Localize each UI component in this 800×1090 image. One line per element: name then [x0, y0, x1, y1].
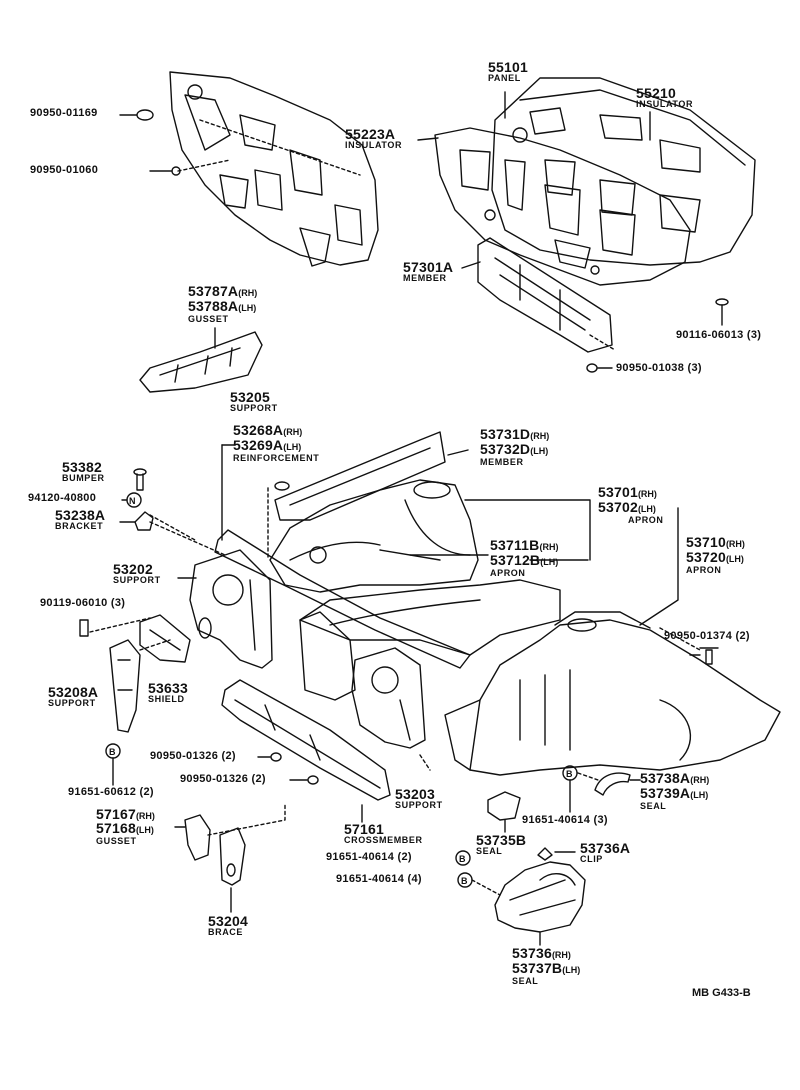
- leader-line: [207, 804, 286, 836]
- callout-53737b: 53737B(LH)SEAL: [512, 960, 581, 986]
- callout-53702: 53702(LH)APRON: [598, 499, 664, 525]
- plug-icon: [586, 363, 598, 373]
- plug-icon: [307, 775, 319, 785]
- dash-panel-right: [491, 77, 756, 266]
- gusset-part: [139, 331, 263, 393]
- leader-line: [149, 521, 226, 556]
- leader-line: [139, 639, 171, 651]
- svg-text:B: B: [109, 747, 116, 757]
- callout-90116-06013: 90116-06013 (3): [676, 329, 762, 341]
- bumper-bolt: [133, 468, 147, 491]
- bolt-icon: [79, 617, 151, 637]
- leader-line: [464, 499, 591, 561]
- dash-panel-left: [169, 71, 379, 267]
- seal-53735b: [487, 791, 521, 821]
- callout-53711b: 53711B(RH): [490, 537, 559, 553]
- leader-line: [149, 514, 196, 541]
- callout-53787a: 53787A(RH): [188, 283, 258, 299]
- brace-part: [219, 827, 246, 886]
- leader-line: [447, 449, 469, 456]
- svg-text:B: B: [459, 854, 466, 864]
- callout-90950-01326-a: 90950-01326 (2): [150, 750, 236, 762]
- callout-94120-40800: 94120-40800: [28, 492, 97, 504]
- callout-53710: 53710(RH): [686, 534, 745, 550]
- leader-line: [419, 754, 431, 771]
- member-bracket: [477, 237, 616, 353]
- shield-part: [139, 614, 191, 663]
- plug-icon: [715, 298, 729, 306]
- callout-53738a: 53738A(RH): [640, 770, 710, 786]
- callout-91651-40614-2: 91651-40614 (2): [326, 851, 412, 863]
- callout-91651-40614-3: 91651-40614 (3): [522, 814, 608, 826]
- callout-53736: 53736(RH): [512, 945, 571, 961]
- leader-line: [659, 627, 701, 651]
- leader-line: [177, 159, 231, 172]
- callout-91651-60612: 91651-60612 (2): [68, 786, 154, 798]
- callout-90950-01326-b: 90950-01326 (2): [180, 773, 266, 785]
- leader-line: [639, 507, 679, 626]
- gusset-57167: [184, 814, 211, 861]
- callout-53732d: 53732D(LH)MEMBER: [480, 441, 549, 467]
- diagram-code: MB G433-B: [692, 987, 751, 999]
- clip-icon: [274, 481, 290, 491]
- leader-line: [471, 879, 501, 896]
- callout-90950-01060: 90950-01060: [30, 164, 99, 176]
- svg-text:B: B: [461, 876, 468, 886]
- callout-90950-01169: 90950-01169: [30, 107, 98, 119]
- plug-icon: [270, 752, 282, 762]
- callout-90950-01038: 90950-01038 (3): [616, 362, 702, 374]
- bolt-icon: [699, 647, 719, 665]
- clip-icon: [537, 847, 553, 861]
- callout-53739a: 53739A(LH)SEAL: [640, 785, 709, 811]
- leader-line: [417, 137, 439, 141]
- leader-line: [577, 772, 599, 781]
- bracket-part: [134, 511, 154, 531]
- leader-line: [461, 261, 481, 269]
- callout-90119-06010: 90119-06010 (3): [40, 597, 126, 609]
- callout-53268a: 53268A(RH): [233, 422, 303, 438]
- callout-53788a: 53788A(LH)GUSSET: [188, 298, 257, 324]
- svg-text:B: B: [566, 769, 573, 779]
- callout-53269a: 53269A(LH)REINFORCEMENT: [233, 437, 320, 463]
- callout-91651-40614-4: 91651-40614 (4): [336, 873, 422, 885]
- bolt-b-icon: [455, 850, 471, 866]
- svg-text:N: N: [129, 496, 136, 506]
- seal-53738a: [594, 772, 631, 796]
- crossmember-part: [221, 679, 391, 801]
- insulator-panel: [434, 127, 691, 286]
- callout-53731d: 53731D(RH): [480, 426, 550, 442]
- callout-57168: 57168(LH)GUSSET: [96, 820, 154, 846]
- support-53208a: [109, 639, 141, 733]
- callout-53701: 53701(RH): [598, 484, 657, 500]
- front-apron-assembly: [189, 431, 781, 776]
- callout-53720: 53720(LH)APRON: [686, 549, 744, 575]
- seal-53736: [494, 861, 586, 933]
- callout-57167: 57167(RH): [96, 806, 155, 822]
- callout-53712b: 53712B(LH)APRON: [490, 552, 559, 578]
- plug-icon: [136, 109, 154, 121]
- callout-90950-01374: 90950-01374 (2): [664, 630, 750, 642]
